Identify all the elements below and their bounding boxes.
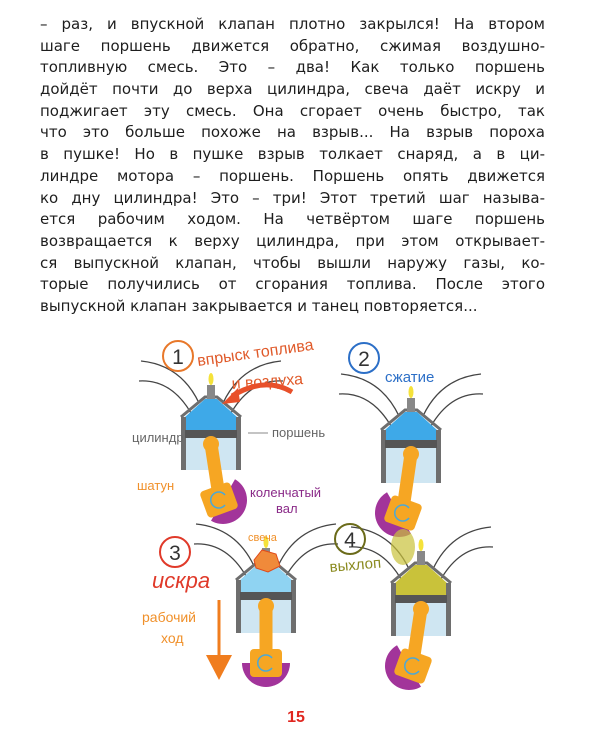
cylinder-label: цилиндр <box>132 430 184 445</box>
piston <box>395 595 447 603</box>
power-stroke-arrow-head <box>206 655 232 680</box>
intake-pipe-outer <box>140 360 200 404</box>
exhaust-cloud <box>391 529 415 565</box>
spark-flame <box>418 539 424 551</box>
intake-pipe-outer <box>340 373 400 417</box>
exhaust-pipe-outer <box>277 523 337 567</box>
intake-pipe-inner <box>138 380 192 414</box>
rotation-arrow <box>394 504 410 522</box>
conrod-big-end <box>394 648 432 684</box>
spark-plug <box>207 385 215 399</box>
piston-pin <box>203 436 219 452</box>
step-4-number: 4 <box>344 529 356 552</box>
rotation-arrow <box>210 491 226 509</box>
piston <box>185 430 237 438</box>
conrod-label: шатун <box>137 478 174 493</box>
intake-arrow-head <box>222 388 240 404</box>
text-line: торые получились от сгорания топлива. По… <box>40 275 545 294</box>
text-line: шаге поршень движется обратно, сжимая во… <box>40 36 545 55</box>
intake-pipe-inner <box>348 546 402 580</box>
piston-pin <box>258 598 274 614</box>
text-line: ко дну цилиндра! Это – три! Этот третий … <box>40 188 545 207</box>
cylinder-wall-left <box>381 430 386 483</box>
spark-burst-icon <box>253 549 281 573</box>
text-line: в пушке! Но в пушке взрыв толкает снаряд… <box>40 145 545 164</box>
step-4-number-circle <box>334 523 366 555</box>
combustion-chamber <box>240 562 292 592</box>
text-line: дойдёт почти до верха цилиндра, свеча да… <box>40 80 545 99</box>
spark-flame <box>208 373 214 385</box>
text-line: ся выпускной клапан, чтобы вышли наружу … <box>40 253 545 272</box>
step-2-number-circle <box>348 342 380 374</box>
rotation-arrow <box>257 654 273 672</box>
text-line: топливную смесь. Это – два! Как только п… <box>40 58 545 77</box>
combustion-chamber <box>385 412 437 440</box>
intake-pipe-outer <box>195 523 255 567</box>
cylinder-wall-right <box>236 417 241 470</box>
piston-pin <box>403 446 419 462</box>
exhaust-pipe-outer <box>432 526 492 570</box>
text-line: ется рабочим ходом. На четвёртом шаге по… <box>40 210 545 229</box>
text-line: линдре мотора – поршень. Поршень опять д… <box>40 166 545 185</box>
exhaust-pipe-inner <box>285 543 339 577</box>
conrod-big-end <box>250 649 282 677</box>
text-line: выпускной клапан закрывается и танец пов… <box>40 296 478 315</box>
exhaust-pipe-inner <box>430 393 484 427</box>
text-line: поджигает эту смесь. Она сгорает очень б… <box>40 101 545 120</box>
cylinder-wall-left <box>181 417 186 470</box>
cylinder-wall-right <box>291 580 296 633</box>
step-1-title: впрыск топлива <box>196 337 315 370</box>
conrod-big-end <box>384 495 422 531</box>
engine-step-3 <box>193 523 339 687</box>
step-3-number: 3 <box>169 542 181 565</box>
body-text: – раз, и впускной клапан плотно закрылся… <box>40 14 545 318</box>
piston <box>385 440 437 448</box>
spark-plug <box>417 551 425 565</box>
engine-step-4 <box>348 526 494 690</box>
spark-plug-label: свеча <box>248 532 278 544</box>
cylinder-wall-left <box>391 583 396 636</box>
text-line: – раз, и впускной клапан плотно закрылся… <box>40 15 545 33</box>
exhaust-pipe-outer <box>222 360 282 404</box>
spark-plug <box>407 398 415 412</box>
engine-step-1 <box>138 360 284 524</box>
piston-label: поршень <box>272 425 325 440</box>
step-2-title: сжатие <box>385 369 434 386</box>
step-3-number-circle <box>159 536 191 568</box>
piston <box>240 592 292 600</box>
crankshaft-label: коленчатый <box>250 485 321 500</box>
engine-step-2 <box>338 373 484 537</box>
page-number: 15 <box>287 709 305 726</box>
conrod-big-end <box>200 482 238 518</box>
exhaust-pipe-inner <box>440 546 494 580</box>
text-line: возвращается к верху цилиндра, при этом … <box>40 231 545 250</box>
power-stroke-label-2: ход <box>161 630 184 646</box>
step-1-number: 1 <box>172 346 184 369</box>
step-4-title: выхлоп <box>329 555 382 576</box>
step-3-title: искра <box>152 568 210 593</box>
spark-flame <box>263 536 269 548</box>
combustion-chamber <box>395 565 447 595</box>
cylinder-wall-right <box>446 583 451 636</box>
text-line: что это больше похоже на взрыв... На взр… <box>40 123 545 142</box>
step-2-number: 2 <box>358 348 370 371</box>
power-stroke-label: рабочий <box>142 609 196 625</box>
piston-pin <box>413 601 429 617</box>
intake-pipe-inner <box>193 543 247 577</box>
intake-pipe-inner <box>338 393 392 427</box>
rotation-arrow <box>404 657 420 675</box>
spark-flame <box>408 386 414 398</box>
cylinder-wall-left <box>236 580 241 633</box>
crankshaft-label-2: вал <box>276 501 298 516</box>
exhaust-pipe-outer <box>422 373 482 417</box>
cylinder-wall-right <box>436 430 441 483</box>
step-1-number-circle <box>162 340 194 372</box>
combustion-chamber <box>185 399 237 430</box>
